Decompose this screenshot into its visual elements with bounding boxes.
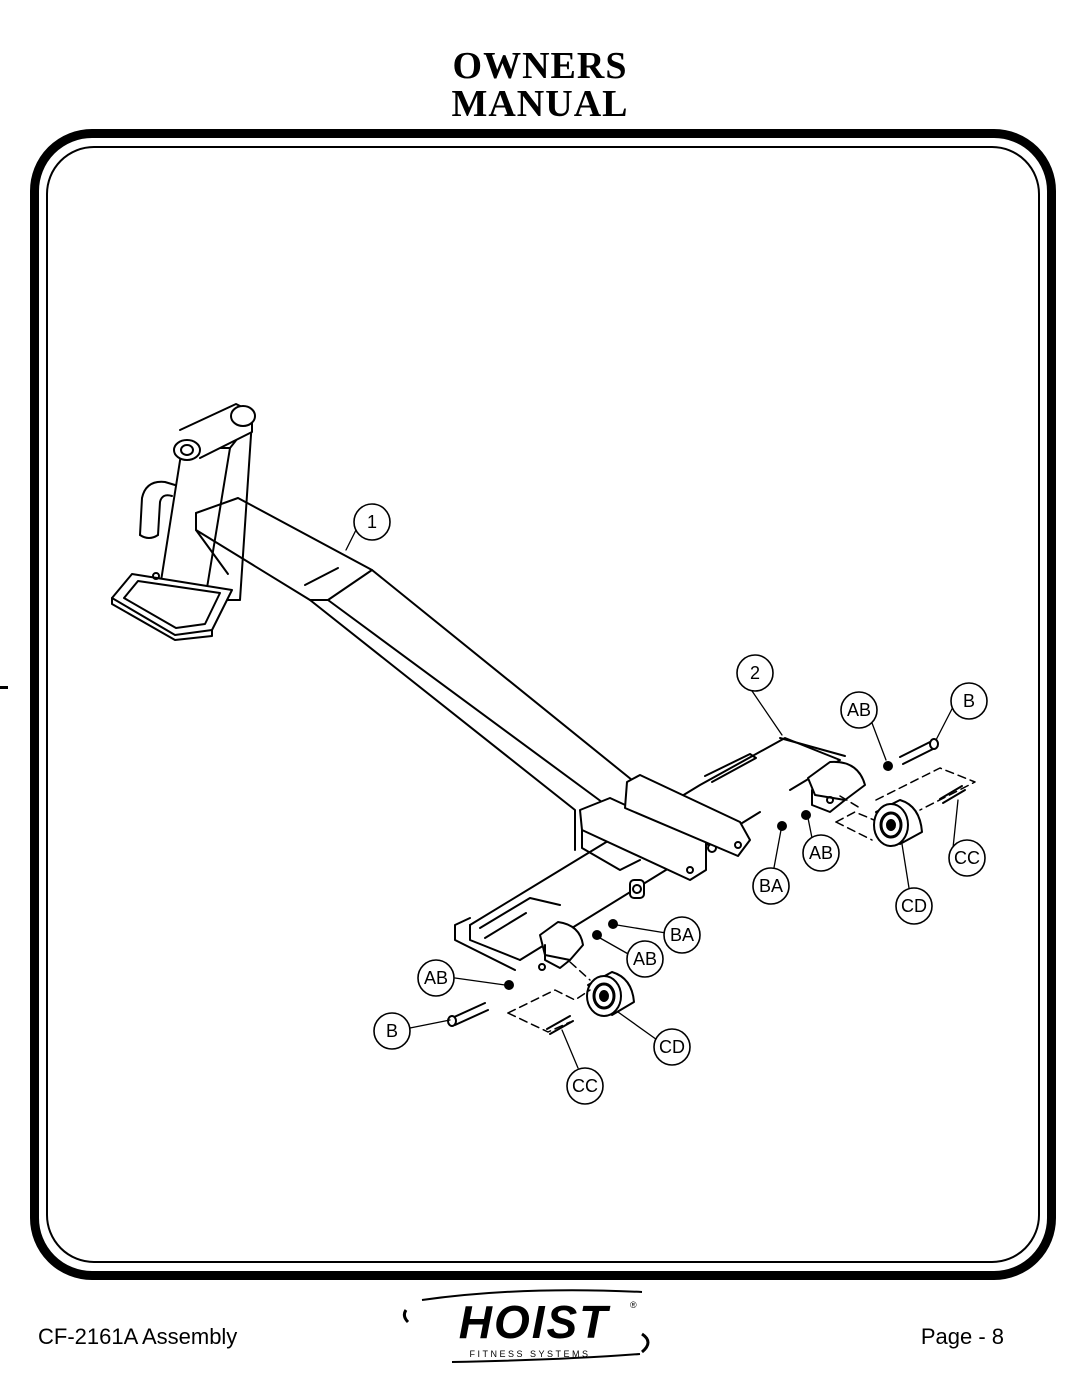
callout-cc-left-label: CC	[572, 1076, 598, 1096]
left-end-caps	[538, 921, 584, 971]
callout-part-2	[736, 654, 774, 692]
callout-b-left	[373, 1012, 411, 1050]
upright-post	[157, 403, 256, 601]
callout-b-top	[950, 682, 988, 720]
callout-part-1	[353, 503, 391, 541]
callout-cc-right	[948, 839, 986, 877]
logo-brand: HOIST	[459, 1296, 611, 1348]
callout-b-left-label: B	[386, 1021, 398, 1041]
callout-ab-mid-right-label: AB	[809, 843, 833, 863]
assembly-label: CF-2161A Assembly	[38, 1324, 238, 1349]
axle-dashed-paths	[507, 767, 976, 1033]
washers-and-nuts	[504, 761, 893, 990]
left-wheel	[586, 971, 635, 1017]
right-wheel	[873, 799, 923, 847]
callout-b-top-label: B	[963, 691, 975, 711]
callout-ab-mid-left	[626, 940, 664, 978]
callout-ab-mid-left-label: AB	[633, 949, 657, 969]
leader-lines	[345, 529, 959, 1069]
pivot-bracket	[579, 774, 751, 881]
callout-ba-left-label: BA	[670, 925, 694, 945]
callout-ba-right-label: BA	[759, 876, 783, 896]
callout-ba-left	[663, 916, 701, 954]
page-number: Page - 8	[920, 1324, 1004, 1349]
callout-cd-right-label: CD	[901, 896, 927, 916]
base-plate	[111, 572, 233, 641]
right-end-caps	[807, 760, 866, 813]
hoist-logo: HOIST ® FITNESS SYSTEMS	[402, 1289, 650, 1363]
callout-ab-top-label: AB	[847, 700, 871, 720]
callout-ab-mid-right	[802, 834, 840, 872]
callout-ba-right	[752, 867, 790, 905]
callout-cc-left	[566, 1067, 604, 1105]
logo-registered-mark: ®	[630, 1300, 637, 1310]
callout-cd-left-label: CD	[659, 1037, 685, 1057]
manual-title-line2: MANUAL	[451, 83, 629, 125]
logo-tagline: FITNESS SYSTEMS	[469, 1349, 590, 1359]
callout-cc-right-label: CC	[954, 848, 980, 868]
diagram-frame-inner	[46, 146, 1040, 1263]
callout-cd-right	[895, 887, 933, 925]
axle-pins	[546, 785, 966, 1035]
callout-ab-left	[417, 959, 455, 997]
side-handle	[139, 480, 176, 539]
main-frame-tube	[195, 497, 633, 851]
callout-part-2-label: 2	[750, 663, 760, 683]
manual-title-line1: OWNERS	[452, 45, 628, 87]
diagram-frame-outer	[30, 129, 1056, 1280]
scan-mark	[0, 686, 8, 689]
callout-ab-left-label: AB	[424, 968, 448, 988]
callout-cd-left	[653, 1028, 691, 1066]
callout-part-1-label: 1	[367, 512, 377, 532]
callout-ab-top	[840, 691, 878, 729]
bolts	[447, 738, 939, 1027]
